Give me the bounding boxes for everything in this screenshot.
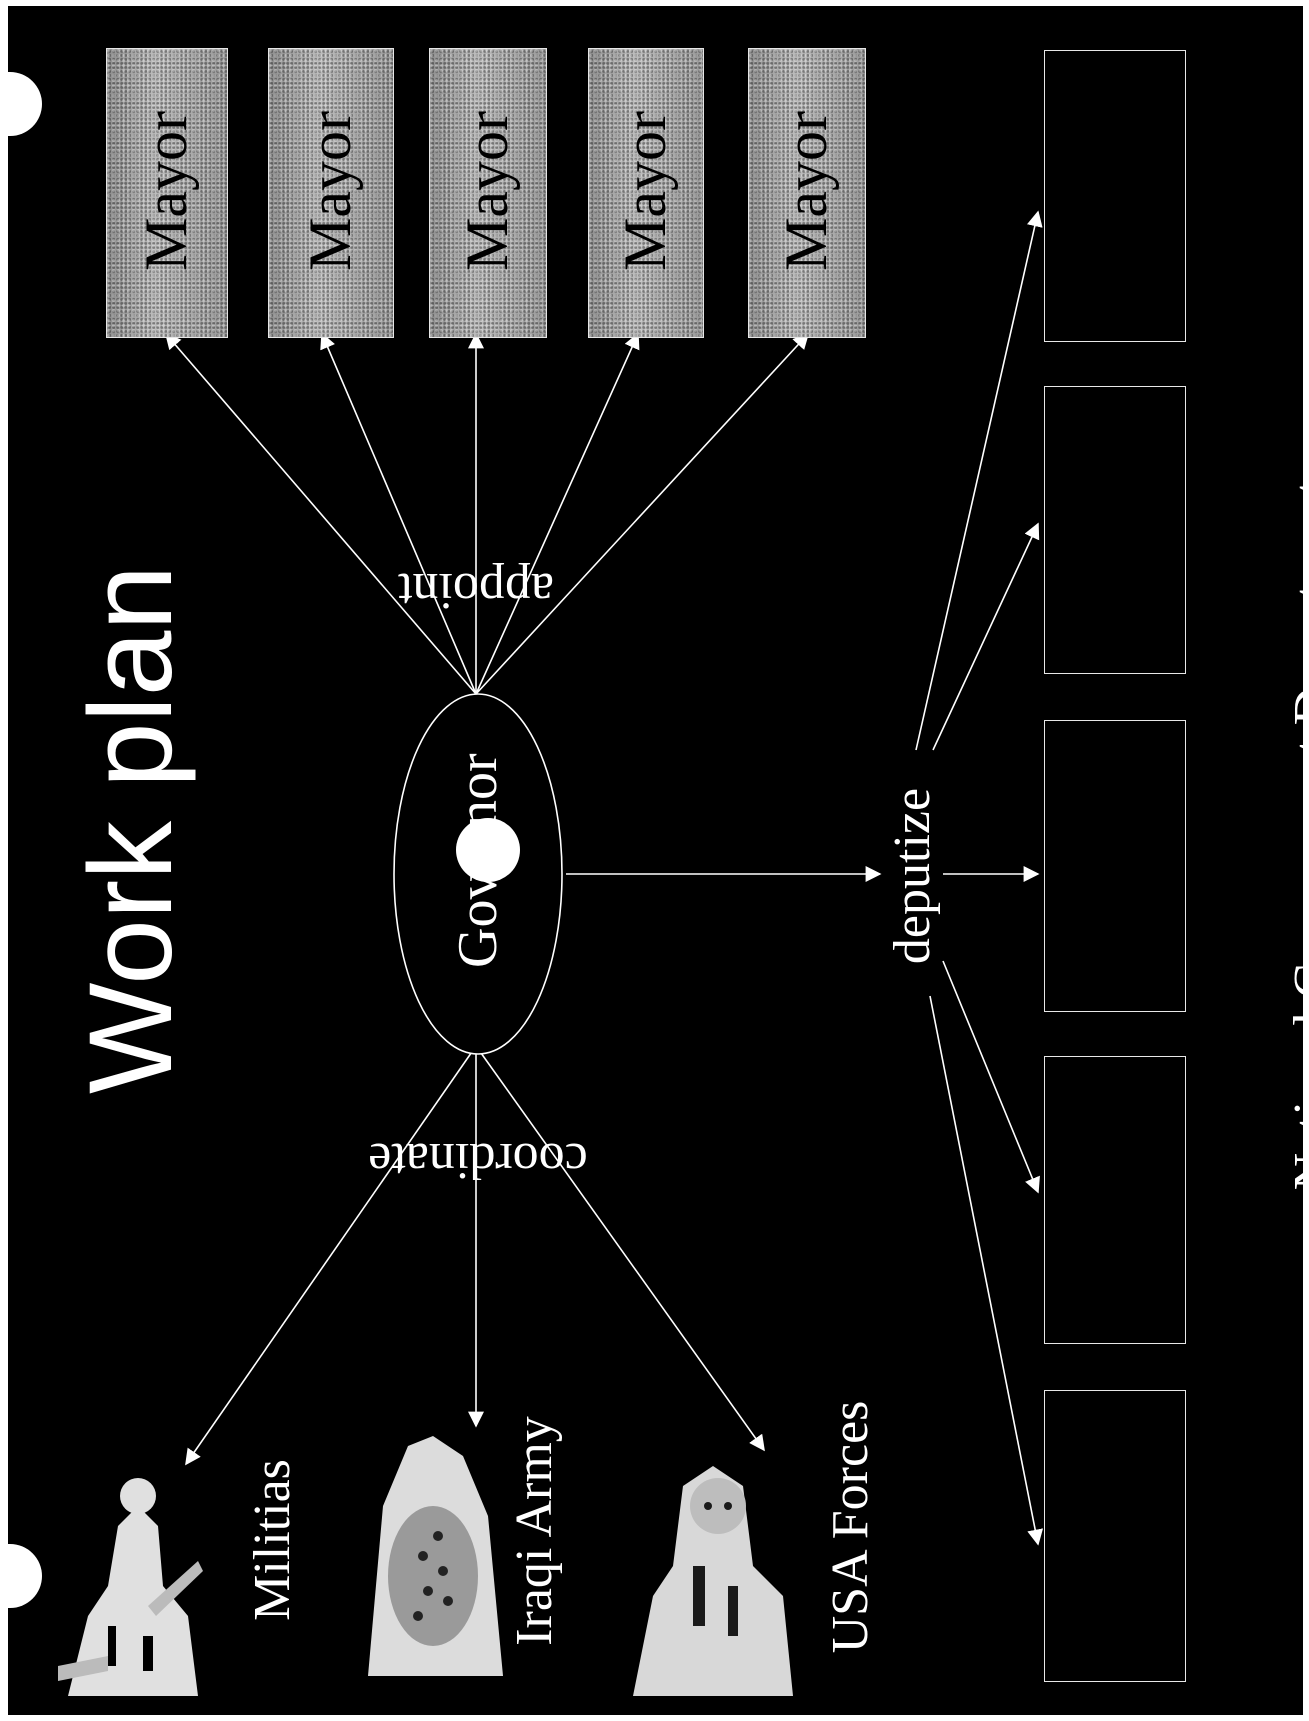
mayor-label: Mayor: [773, 111, 839, 271]
mayor-label: Mayor: [612, 111, 678, 271]
arrow-coordinate-usa-forces: [475, 1045, 765, 1452]
department-box-1: [1044, 50, 1186, 342]
arrow-deputize-dept-4: [942, 960, 1040, 1194]
deputize-label: deputize: [884, 787, 941, 965]
iraqi-army-label: Iraqi Army: [506, 1416, 563, 1646]
iraqi-army-photo: [368, 1436, 503, 1676]
mayor-box-5: [748, 48, 866, 338]
governor-label: Governor: [447, 753, 509, 968]
page-title: Work plan: [65, 564, 197, 1094]
arrow-deputize-dept-2: [932, 522, 1040, 751]
arrow-deputize-dept-1: [915, 210, 1043, 751]
department-box-5: [1044, 1390, 1186, 1682]
department-box-4: [1044, 1056, 1186, 1344]
department-box-3: [1044, 720, 1186, 1012]
mayor-label: Mayor: [454, 111, 520, 271]
slide: Work plan Mayor Mayor Mayor Mayor Mayor …: [8, 6, 1303, 1715]
usa-forces-label: USA Forces: [822, 1400, 879, 1654]
appoint-label: appoint: [398, 562, 554, 619]
department-box-2: [1044, 386, 1186, 674]
mayor-box-2: [268, 48, 394, 338]
departments-label: National Government Departments: [1284, 459, 1303, 1191]
mayor-label: Mayor: [297, 111, 363, 271]
arrow-coordinate-militias: [185, 1045, 477, 1466]
usa-forces-photo: [633, 1466, 793, 1696]
arrow-appoint-1: [164, 332, 477, 695]
punch-hole: [456, 818, 520, 882]
militias-photo: [58, 1478, 203, 1696]
arrow-appoint-5: [475, 332, 810, 695]
coordinate-label: coordinate: [368, 1132, 588, 1189]
mayor-box-1: [106, 48, 228, 338]
mayor-label: Mayor: [133, 111, 199, 271]
militias-label: Militias: [244, 1459, 301, 1621]
arrow-deputize-dept-5: [929, 995, 1044, 1546]
mayor-box-3: [429, 48, 547, 338]
mayor-box-4: [588, 48, 704, 338]
arrow-appoint-4: [475, 332, 640, 695]
arrow-appoint-2: [320, 332, 477, 695]
